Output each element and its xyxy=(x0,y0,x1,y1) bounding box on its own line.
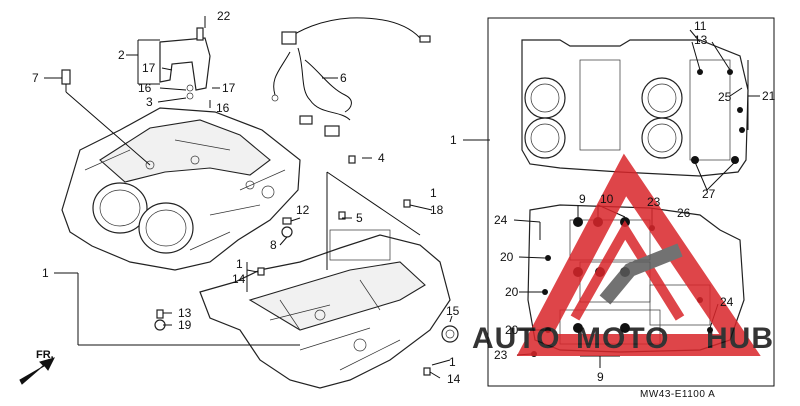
lower-crankcase xyxy=(199,229,459,389)
watermark-text-moto: MOTO xyxy=(576,322,669,355)
callout-c16b: 16 xyxy=(216,101,230,115)
callout-c1d: 1 xyxy=(449,355,456,369)
callout-c1c: 1 xyxy=(42,266,49,280)
upper-crankcase xyxy=(61,107,301,271)
callout-c17a: 17 xyxy=(142,61,156,75)
callout-r26: 26 xyxy=(677,206,691,220)
oil-pressure-switch xyxy=(61,69,71,92)
callout-c1e: 1 xyxy=(450,133,457,147)
front-label: FR. xyxy=(36,349,54,361)
callout-c7: 7 xyxy=(32,71,39,85)
upper-case-plan xyxy=(521,39,749,177)
callout-c13: 13 xyxy=(178,306,192,320)
callout-c1a: 1 xyxy=(430,186,437,200)
breather-bracket xyxy=(159,27,211,100)
watermark-text-hub: HUB xyxy=(706,322,774,355)
callout-c14a: 14 xyxy=(232,272,246,286)
callout-r24b: 24 xyxy=(720,295,734,309)
callout-r9b: 9 xyxy=(597,370,604,384)
callout-r27: 27 xyxy=(702,187,716,201)
callout-r20a: 20 xyxy=(500,250,514,264)
callout-c12: 12 xyxy=(296,203,310,217)
callout-c18: 18 xyxy=(430,203,444,217)
callout-r10: 10 xyxy=(600,192,614,206)
callout-c2: 2 xyxy=(118,48,125,62)
callout-r25: 25 xyxy=(718,90,732,104)
watermark: AUTO MOTO HUB xyxy=(472,153,774,356)
callout-c8: 8 xyxy=(270,238,277,252)
callout-c14b: 14 xyxy=(447,372,461,386)
callout-c1b: 1 xyxy=(236,257,243,271)
callout-c6: 6 xyxy=(340,71,347,85)
callout-r20c: 20 xyxy=(505,323,519,337)
callout-r13: 13 xyxy=(694,33,708,47)
callout-r23b: 23 xyxy=(494,348,508,362)
callout-r23a: 23 xyxy=(647,195,661,209)
callout-c3: 3 xyxy=(146,95,153,109)
callout-c15: 15 xyxy=(446,304,460,318)
front-arrow xyxy=(19,357,55,385)
callout-r21: 21 xyxy=(762,89,776,103)
callout-r11: 11 xyxy=(694,19,707,33)
wire-harness xyxy=(271,17,431,137)
callout-c22: 22 xyxy=(217,9,231,23)
callout-c5: 5 xyxy=(356,211,363,225)
callout-r20b: 20 xyxy=(505,285,519,299)
watermark-text-auto: AUTO xyxy=(472,322,560,355)
dowel-pins xyxy=(154,155,431,376)
callout-c19: 19 xyxy=(178,318,192,332)
callout-c17b: 17 xyxy=(222,81,236,95)
callout-c16a: 16 xyxy=(138,81,152,95)
callout-c4: 4 xyxy=(378,151,385,165)
diagram-code: MW43-E1100 A xyxy=(640,389,715,400)
callouts: 2221717716163641181258114113191511411113… xyxy=(32,9,776,386)
callout-r24a: 24 xyxy=(494,213,508,227)
callout-r9a: 9 xyxy=(579,192,586,206)
left-leaders xyxy=(44,16,490,379)
